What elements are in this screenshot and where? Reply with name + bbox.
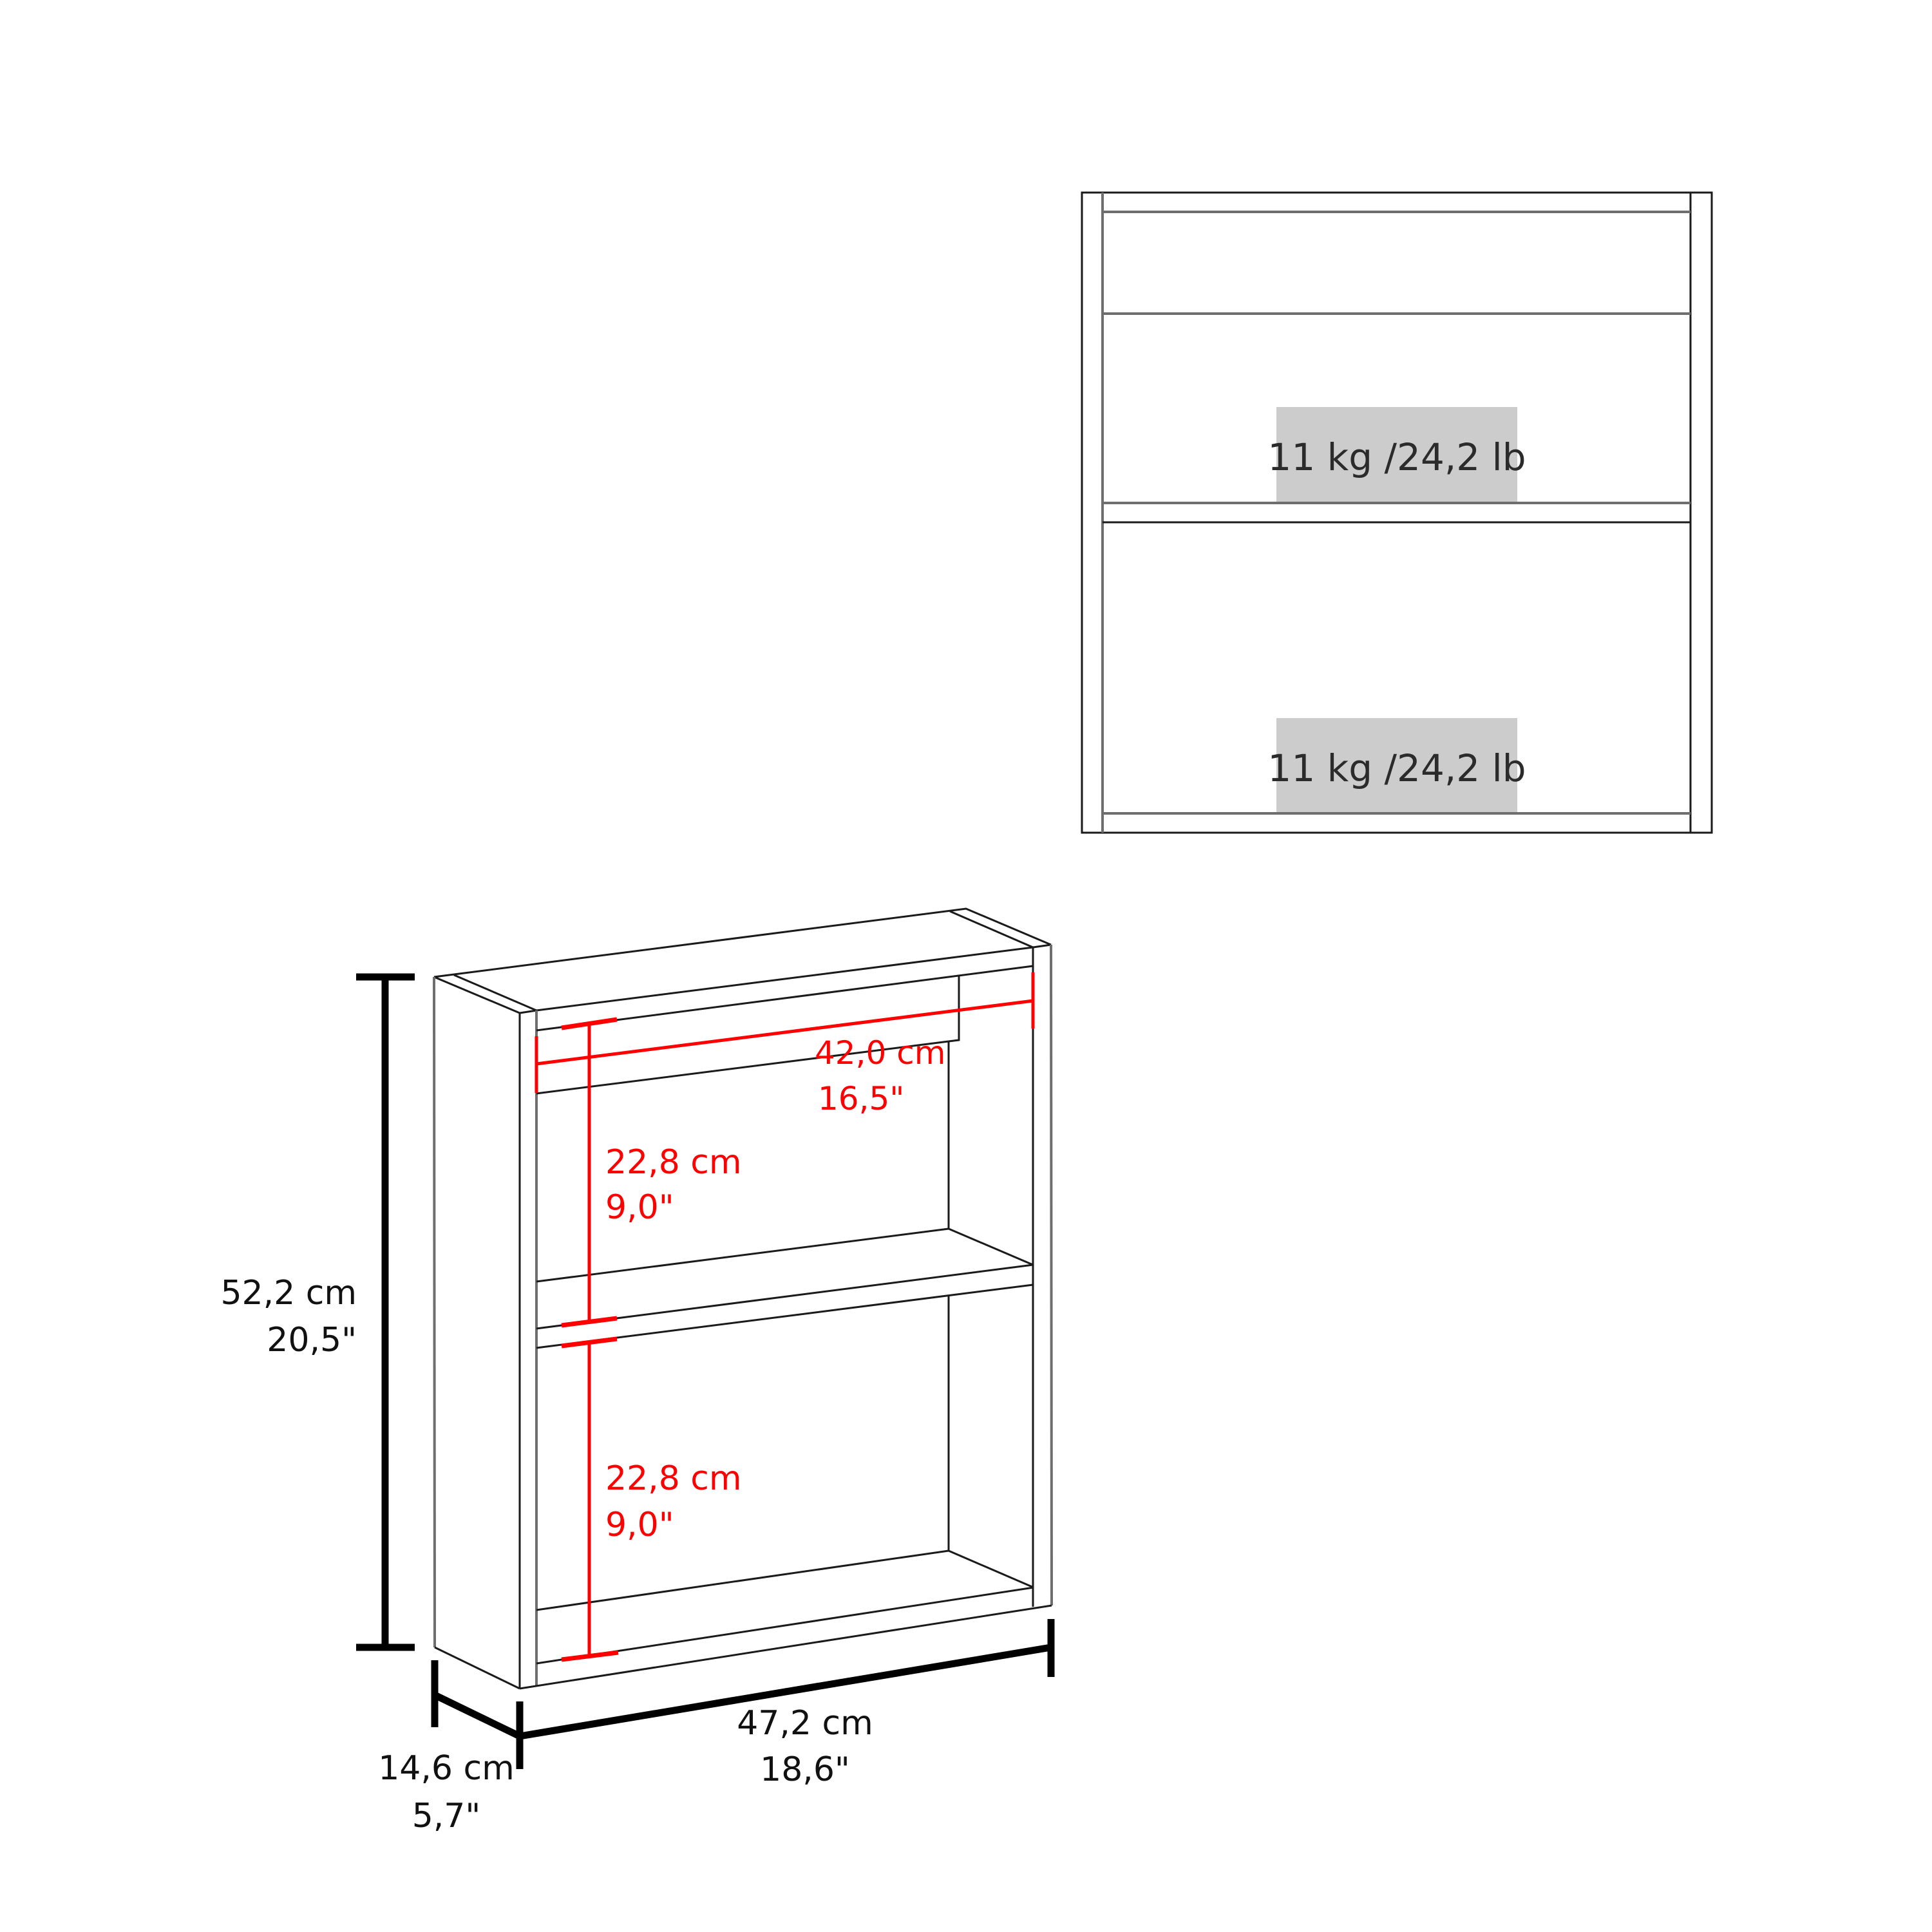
depth-cm: 14,6 cm: [378, 1749, 515, 1788]
middle-shelf-front-bottom-edge: [536, 1283, 1034, 1349]
overall-depth-dimension: 14,6 cm 5,7": [378, 1660, 524, 1835]
upper-shelf-load-badge: 11 kg /24,2 lb: [1267, 407, 1526, 502]
top-right-inner-edge: [949, 910, 1034, 949]
left-side-back-edge: [433, 976, 436, 1648]
top-left-depth-edge: [433, 976, 520, 1014]
width-dimension-line: [519, 1643, 1052, 1740]
right-side-outer-edge: [1050, 944, 1053, 1606]
front-view-diagram: 11 kg /24,2 lb 11 kg /24,2 lb: [1081, 191, 1713, 834]
height-cm: 52,2 cm: [220, 1274, 357, 1312]
interior-width-line: [536, 999, 1034, 1066]
overall-width-dimension: 47,2 cm 18,6": [519, 1619, 1055, 1789]
interior-width-dimension: 42,0 cm 16,5": [535, 972, 1035, 1117]
upper-height-in: 9,0": [605, 1188, 674, 1227]
upper-compartment-height-dimension: 22,8 cm 9,0": [561, 1017, 742, 1328]
lower-compartment-height-dimension: 22,8 cm 9,0": [561, 1336, 742, 1662]
upper-load-label: 11 kg /24,2 lb: [1267, 435, 1526, 479]
bottom-front-edge: [519, 1604, 1052, 1690]
middle-shelf-front-top-edge: [536, 1264, 1034, 1330]
bottom-shelf-front-top-edge: [536, 1586, 1034, 1665]
load-badge-background: [1276, 718, 1517, 813]
lower-height-in: 9,0": [605, 1506, 674, 1544]
load-badge-background: [1276, 407, 1517, 502]
left-side-bottom-edge: [434, 1646, 520, 1690]
width-in: 18,6": [760, 1750, 850, 1789]
bottom-shelf-back-edge: [536, 1549, 949, 1611]
isometric-view-diagram: 42,0 cm 16,5" 22,8 cm 9,0" 22,8 cm 9,0" …: [220, 907, 1055, 1835]
front-top-left-cap: [519, 1009, 537, 1014]
top-left-inner-edge: [453, 974, 537, 1012]
height-in: 20,5": [267, 1321, 357, 1359]
upper-height-cm: 22,8 cm: [605, 1143, 742, 1182]
bottom-shelf-right-depth-edge: [948, 1549, 1034, 1589]
lower-height-cm: 22,8 cm: [605, 1459, 742, 1498]
depth-dimension-line: [433, 1692, 522, 1739]
upper-height-top-cap: [561, 1017, 618, 1030]
lower-height-bottom-cap: [561, 1650, 619, 1662]
front-top-right-cap: [1032, 943, 1052, 949]
depth-in: 5,7": [412, 1797, 481, 1835]
middle-shelf-right-depth-edge: [948, 1227, 1034, 1266]
back-rail-right-edge: [948, 976, 960, 1043]
overall-height-dimension: 52,2 cm 20,5": [220, 973, 415, 1651]
upper-height-bottom-cap: [561, 1316, 618, 1328]
interior-width-in: 16,5": [818, 1080, 904, 1117]
top-panel-underside: [536, 965, 1034, 1032]
top-back-edge: [433, 907, 1052, 978]
top-front-edge: [536, 946, 1034, 1012]
interior-width-cm: 42,0 cm: [815, 1034, 945, 1072]
front-view-outer-frame: [1081, 191, 1713, 834]
lower-shelf-load-badge: 11 kg /24,2 lb: [1267, 718, 1526, 813]
lower-load-label: 11 kg /24,2 lb: [1267, 746, 1526, 790]
middle-shelf-back-edge: [536, 1227, 949, 1283]
back-rail-bottom-edge: [536, 1040, 949, 1095]
width-cm: 47,2 cm: [737, 1704, 873, 1743]
lower-height-top-cap: [561, 1336, 618, 1349]
